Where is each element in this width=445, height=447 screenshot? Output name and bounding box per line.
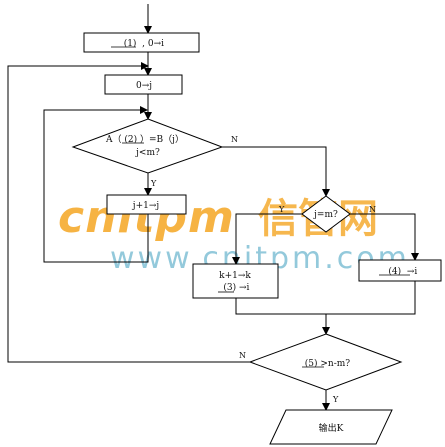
reset-j-box (104, 74, 183, 95)
compare-decision (71, 118, 224, 174)
branch-n-loop: N (239, 351, 246, 360)
line-inc-k-merge (235, 298, 326, 315)
branch-n-jeqm: N (369, 205, 376, 214)
j-eq-m-label: j=m? (313, 210, 338, 220)
branch-y-compare: Y (150, 179, 157, 188)
inc-k-label-line2: (3) →i (221, 282, 250, 293)
branch-y-jeqm: Y (278, 205, 285, 214)
arrow-jeqm-no (350, 213, 419, 261)
reset-j-label: 0→j (136, 81, 152, 91)
loop-check-label: (5) >n-m? (302, 358, 350, 369)
inc-k-box (192, 263, 279, 299)
inc-k-label-line1: k+1→k (219, 271, 251, 281)
branch-n-compare: N (231, 135, 238, 144)
output-box (269, 409, 393, 445)
arrow-compare-no (222, 146, 330, 197)
inc-j-box (106, 194, 187, 215)
arrow-inc-j-loop (43, 106, 149, 263)
inc-j-label: j+1→j (132, 201, 159, 211)
arrow-jeqm-yes (232, 213, 302, 265)
j-eq-m-decision (301, 195, 351, 233)
compare-label-line2: j<m? (135, 148, 160, 158)
init-label: (1) , 0→i (118, 38, 164, 49)
arrow-check-no-loop (7, 62, 250, 363)
step4-box (358, 259, 442, 282)
loop-check-decision (248, 333, 403, 391)
branch-y-loop: Y (332, 395, 339, 404)
output-label: 输出K (319, 422, 344, 434)
line-step4-merge (326, 281, 416, 315)
compare-label-line1: A（ (2) ）=B（j） (105, 134, 184, 145)
step4-label: (4) →i (383, 266, 418, 277)
